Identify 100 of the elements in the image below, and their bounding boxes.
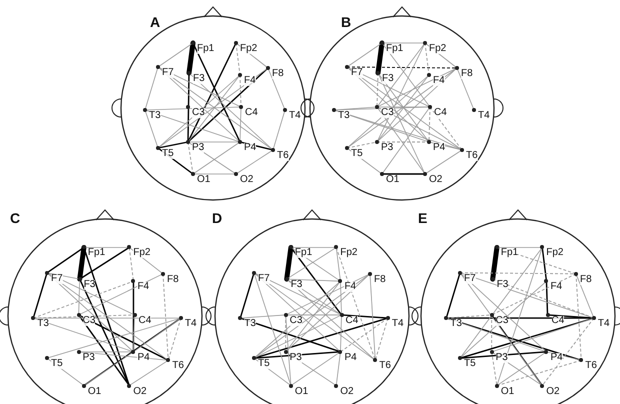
electrode-label: T3 — [244, 319, 256, 330]
connection-line — [188, 67, 268, 143]
electrode-label: Fp2 — [240, 44, 258, 54]
connection-line — [376, 68, 458, 108]
electrode-label: C3 — [290, 316, 302, 326]
connection-line — [376, 106, 430, 108]
connection-line — [84, 247, 130, 248]
panel-letter: C — [10, 210, 20, 226]
electrode-label: Fp1 — [88, 248, 106, 258]
connection-line — [290, 247, 337, 248]
electrode-label: T5 — [464, 359, 476, 370]
connection-line — [346, 66, 430, 142]
connection-line — [336, 247, 376, 361]
connection-line — [490, 244, 500, 282]
electrode-label: P3 — [496, 352, 508, 363]
connection-line — [336, 247, 341, 282]
electrode-label: C3 — [82, 316, 96, 326]
connection-line — [290, 247, 341, 282]
connection-line — [240, 317, 341, 353]
electrode-label: C3 — [496, 316, 508, 326]
connection-line — [286, 278, 342, 316]
connection-line — [285, 280, 341, 352]
connection-line — [460, 351, 547, 359]
connection-line — [496, 247, 576, 274]
connection-line — [290, 247, 342, 316]
connection-line — [78, 314, 169, 361]
connection-line — [424, 150, 462, 174]
connection-line — [158, 147, 194, 175]
electrode-label: T5 — [351, 149, 363, 159]
electrode-label: F3 — [496, 280, 508, 290]
electrode-label: T3 — [149, 111, 161, 121]
electrode-label: O1 — [88, 386, 102, 397]
connection-line — [491, 351, 498, 386]
electrode-label: F3 — [290, 280, 302, 290]
electrode-label: F3 — [382, 74, 394, 84]
connection-line — [285, 314, 292, 386]
connection-line — [460, 317, 594, 359]
connection-line — [382, 42, 426, 44]
connection-line — [376, 40, 384, 76]
connection-line — [84, 318, 182, 386]
electrode-label: T5 — [51, 359, 63, 370]
electrode-label: Fp1 — [197, 44, 214, 54]
connection-line — [460, 272, 547, 352]
connection-line — [346, 66, 458, 68]
connection-line — [346, 148, 382, 174]
connection-line — [46, 272, 135, 316]
connection-line — [346, 42, 382, 68]
connection-line — [254, 272, 342, 316]
electrode-label: C3 — [192, 108, 205, 118]
connection-line — [424, 42, 458, 68]
electrode-label: O2 — [429, 175, 442, 185]
connection-line — [133, 314, 135, 352]
connection-line — [460, 280, 547, 359]
connection-line — [236, 42, 268, 68]
connection-line — [268, 68, 286, 110]
connection-line — [542, 247, 548, 282]
connection-line — [496, 360, 582, 386]
connection-line — [336, 351, 341, 386]
electrode-label: Fp1 — [294, 248, 312, 258]
connection-line — [158, 66, 240, 142]
electrode-label: C4 — [138, 316, 152, 326]
panel-letter: B — [341, 14, 352, 30]
connection-line — [370, 273, 376, 361]
connection-line — [456, 68, 474, 110]
connection-line — [491, 318, 594, 352]
connection-line — [46, 272, 134, 352]
electrode-label: C4 — [434, 108, 447, 118]
electrode-label: T6 — [172, 361, 184, 372]
connection-line — [340, 318, 388, 352]
connection-line — [79, 246, 130, 280]
electrode-label: T3 — [37, 319, 49, 330]
electrode-label: C4 — [245, 108, 258, 118]
electrode-label: T6 — [379, 361, 391, 372]
electrode-label: F4 — [433, 76, 445, 86]
connection-line — [79, 278, 130, 386]
electrode-label: P4 — [244, 143, 256, 153]
electrode-label: O2 — [340, 386, 354, 397]
connection-line — [46, 272, 169, 361]
connection-line — [128, 360, 169, 386]
connection-line — [254, 272, 292, 386]
connection-line — [496, 351, 547, 386]
connection-line — [340, 280, 342, 316]
electrode-label: C3 — [381, 108, 394, 118]
electrode-label: O1 — [197, 175, 210, 185]
connection-line — [428, 106, 430, 142]
connection-line — [376, 42, 426, 142]
electrode-label: Fp2 — [340, 248, 358, 258]
connection-line — [346, 66, 430, 108]
connection-line — [84, 351, 134, 386]
connection-line — [158, 141, 188, 149]
electrode-label: T6 — [585, 361, 597, 372]
connection-line — [240, 314, 286, 318]
connection-line — [378, 72, 426, 174]
electrode-label: T3 — [450, 319, 462, 330]
connection-line — [446, 318, 547, 352]
electrode-label: T6 — [466, 151, 478, 161]
connection-line — [286, 278, 341, 282]
electrode-label: Fp1 — [500, 248, 518, 258]
connection-line — [446, 317, 582, 361]
connection-line — [240, 272, 255, 318]
